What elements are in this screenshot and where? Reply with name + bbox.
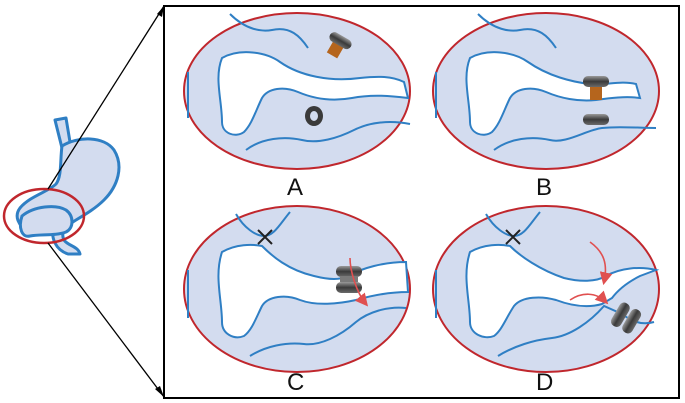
panel-d-magnet-pair xyxy=(610,302,642,334)
panel-b-magnet-upper xyxy=(583,76,609,100)
stomach-overview xyxy=(2,116,121,256)
panel-b-letter: B xyxy=(536,174,552,201)
panel-d-flow-arrow-upper xyxy=(589,241,613,286)
zoom-line-bottom xyxy=(47,242,165,398)
panel-a-letter: A xyxy=(287,174,303,201)
magnified-region-ellipse xyxy=(2,187,86,245)
panel-a-magnet-ring xyxy=(305,106,323,126)
panel-d-flow-arrow-lower xyxy=(569,290,609,305)
panel-d-letter: D xyxy=(536,369,553,396)
panel-d-suture-x xyxy=(505,229,521,245)
panel-c-letter: C xyxy=(287,369,304,396)
panel-c: C xyxy=(183,205,411,396)
zoom-line-top xyxy=(47,5,165,190)
panel-b-cavity xyxy=(465,51,642,136)
panel-d: D xyxy=(432,205,660,396)
panel-c-flow-arrow xyxy=(349,257,369,307)
panel-a-cavity xyxy=(217,51,410,136)
jejunum-loop xyxy=(18,205,74,238)
panel-c-suture-x xyxy=(257,229,273,245)
panel-b-magnet-lower xyxy=(583,114,609,125)
panel-b: B xyxy=(432,12,660,201)
panel-a-magnet-with-stem xyxy=(326,32,352,59)
panel-a: A xyxy=(183,12,411,201)
